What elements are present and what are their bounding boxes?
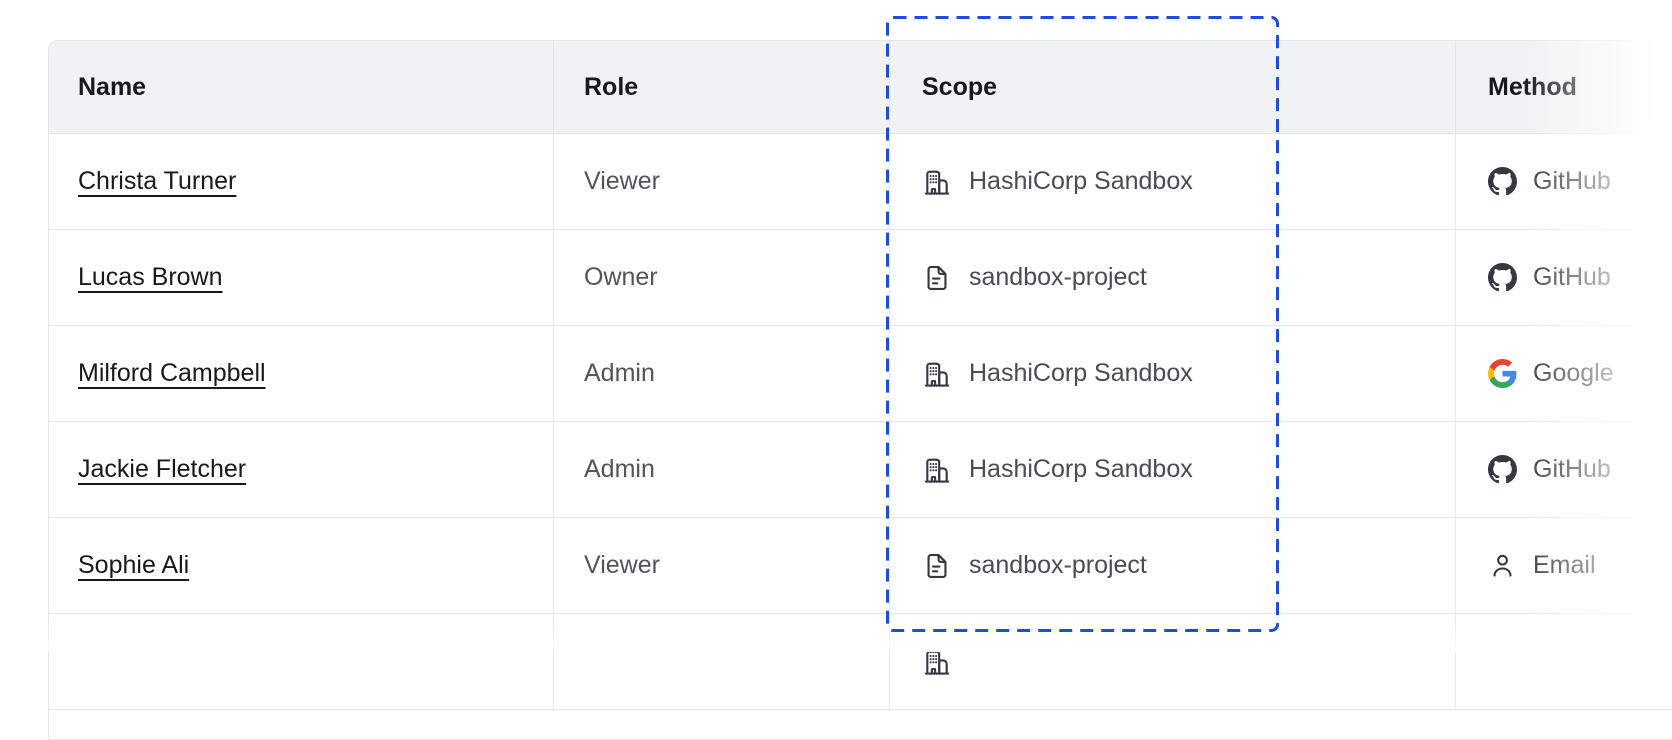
method-label: Email (1533, 551, 1596, 579)
header-cell-method: Method (1456, 41, 1672, 133)
member-name-link[interactable]: Milford Campbell (78, 359, 266, 387)
email-icon (1488, 551, 1517, 580)
scope-label: sandbox-project (969, 263, 1147, 291)
org-icon (922, 167, 952, 197)
role-cell: Viewer (554, 134, 890, 229)
scope-cell: sandbox-project (890, 518, 1456, 613)
org-icon (922, 359, 952, 389)
member-role: Admin (584, 455, 655, 483)
scope-cell: HashiCorp Sandbox (890, 422, 1456, 517)
member-role: Admin (584, 359, 655, 387)
column-label: Role (584, 72, 639, 101)
scope-label: HashiCorp Sandbox (969, 359, 1193, 387)
method-cell: GitHub (1456, 230, 1672, 325)
column-label: Scope (922, 72, 998, 101)
project-icon (922, 551, 952, 581)
name-cell: Sophie Ali (49, 518, 554, 613)
method-label: GitHub (1533, 263, 1611, 291)
method-cell: Email (1456, 518, 1672, 613)
member-name-link[interactable]: Sophie Ali (78, 551, 190, 579)
org-icon (922, 455, 952, 485)
scope-cell: HashiCorp Sandbox (890, 326, 1456, 421)
method-label: GitHub (1533, 455, 1611, 483)
method-cell: GitHub (1456, 134, 1672, 229)
method-cell: Google (1456, 326, 1672, 421)
role-cell: Viewer (554, 518, 890, 613)
header-cell-role: Role (554, 41, 890, 133)
scope-label: sandbox-project (969, 551, 1147, 579)
member-name-link[interactable]: Christa Turner (78, 167, 237, 195)
role-cell: Admin (554, 326, 890, 421)
table-body: Christa Turner Viewer HashiCorp Sandbox … (49, 134, 1672, 614)
member-name-link[interactable]: Lucas Brown (78, 263, 223, 291)
project-icon (922, 263, 952, 293)
table-row: Jackie Fletcher Admin HashiCorp Sandbox … (49, 422, 1672, 518)
google-icon (1488, 359, 1517, 388)
scope-cell: sandbox-project (890, 230, 1456, 325)
table-row: Sophie Ali Viewer sandbox-project Email (49, 518, 1672, 614)
role-cell: Owner (554, 230, 890, 325)
github-icon (1488, 263, 1517, 292)
scope-label: HashiCorp Sandbox (969, 455, 1193, 483)
name-cell: Christa Turner (49, 134, 554, 229)
name-cell: Jackie Fletcher (49, 422, 554, 517)
role-cell: Admin (554, 422, 890, 517)
header-cell-name: Name (49, 41, 554, 133)
scope-label: HashiCorp Sandbox (969, 167, 1193, 195)
method-cell: GitHub (1456, 422, 1672, 517)
member-name-link[interactable]: Jackie Fletcher (78, 455, 247, 483)
members-table: Name Role Scope Method Christa Turner Vi… (48, 40, 1672, 740)
name-cell: Milford Campbell (49, 326, 554, 421)
github-icon (1488, 167, 1517, 196)
org-icon (922, 647, 952, 677)
member-role: Viewer (584, 551, 660, 579)
member-role: Viewer (584, 167, 660, 195)
method-label: Google (1533, 359, 1614, 387)
column-label: Method (1488, 72, 1577, 101)
column-label: Name (78, 72, 147, 101)
github-icon (1488, 455, 1517, 484)
table-row: Christa Turner Viewer HashiCorp Sandbox … (49, 134, 1672, 230)
scope-cell: HashiCorp Sandbox (890, 134, 1456, 229)
table-row-partial (49, 614, 1672, 710)
table-header: Name Role Scope Method (49, 41, 1672, 134)
name-cell: Lucas Brown (49, 230, 554, 325)
table-row: Lucas Brown Owner sandbox-project GitHub (49, 230, 1672, 326)
member-role: Owner (584, 263, 658, 291)
method-label: GitHub (1533, 167, 1611, 195)
header-cell-scope: Scope (890, 41, 1456, 133)
table-row: Milford Campbell Admin HashiCorp Sandbox… (49, 326, 1672, 422)
